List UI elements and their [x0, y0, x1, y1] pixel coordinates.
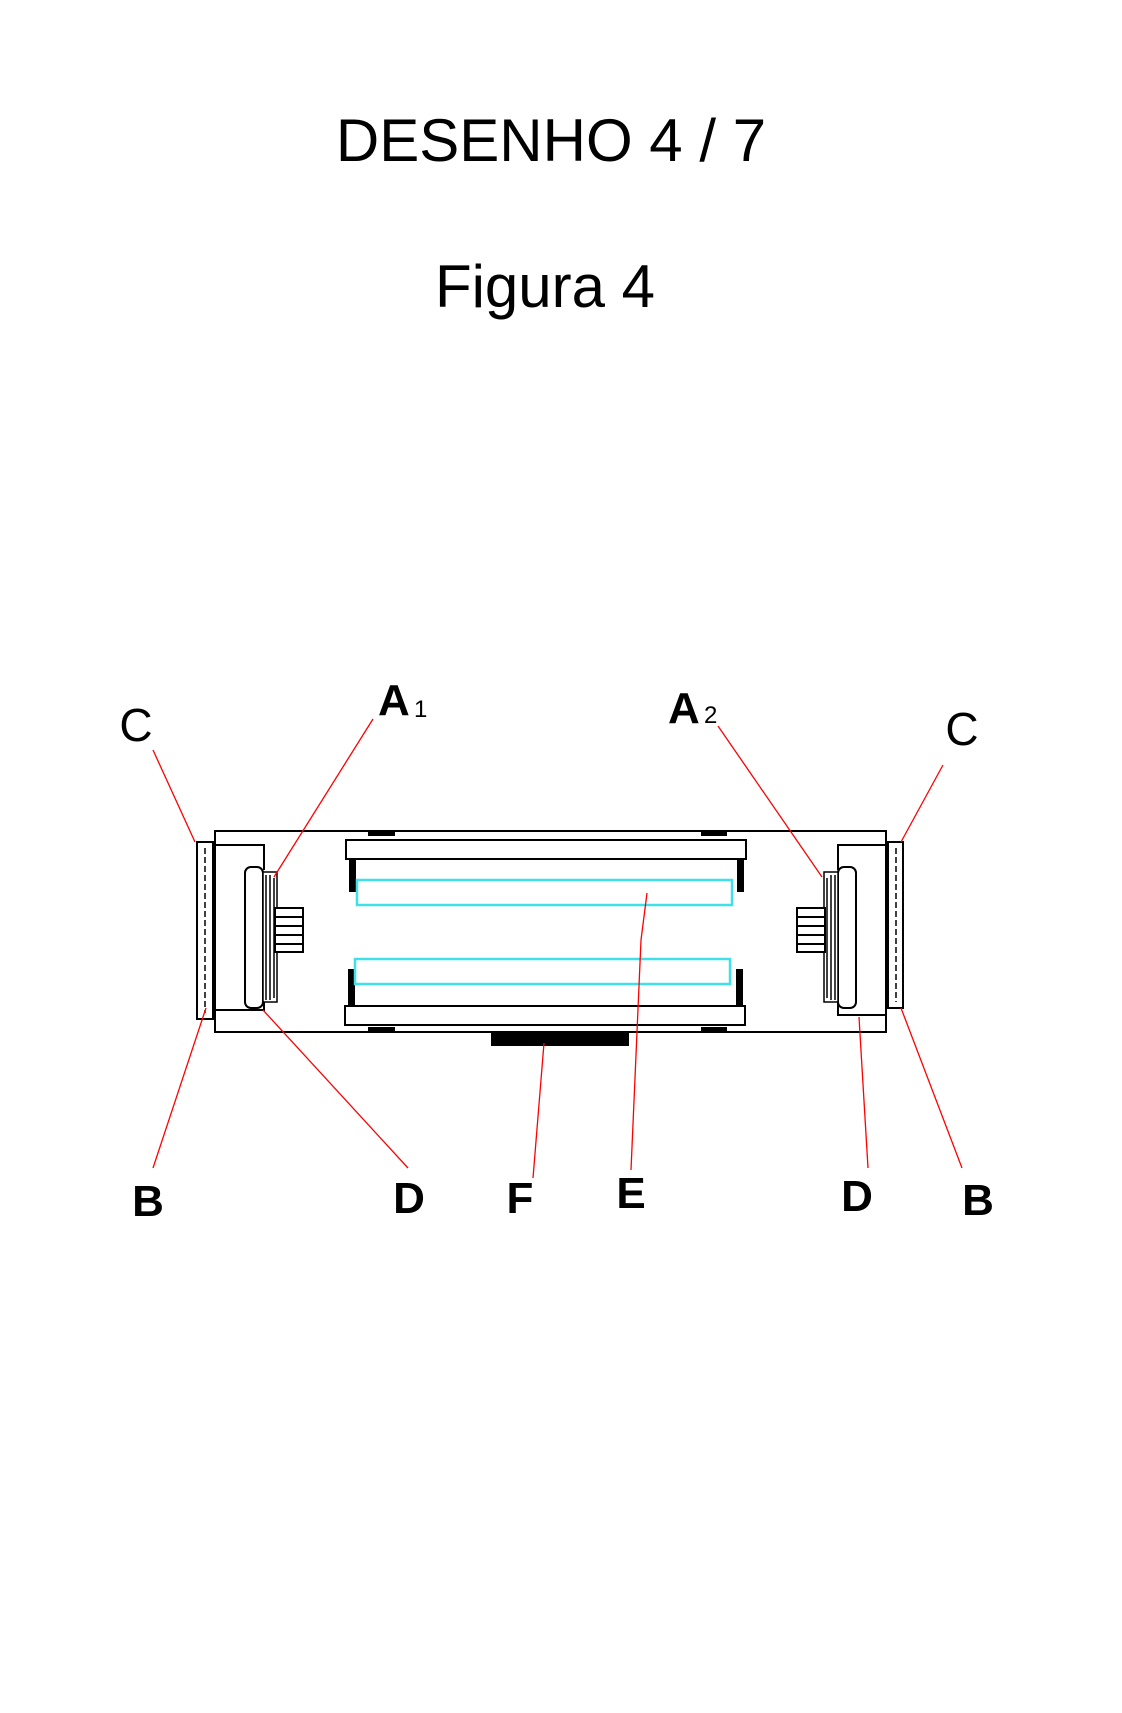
tab — [701, 1027, 727, 1032]
label-a1: A — [378, 676, 410, 725]
tab — [701, 831, 727, 836]
lamp-holder — [349, 859, 356, 892]
lamp-holder — [736, 969, 743, 1006]
leader-f — [532, 1042, 545, 1179]
leader-d-right — [858, 1016, 869, 1169]
drawing-number: DESENHO 4 / 7 — [336, 107, 766, 174]
label-a1-subscript: 1 — [414, 696, 427, 723]
label-d-left: D — [393, 1174, 425, 1223]
label-b-right: B — [962, 1176, 994, 1225]
leader-d-left — [262, 1009, 409, 1169]
figure-title: Figura 4 — [435, 253, 655, 320]
leader-b-left — [152, 1007, 207, 1169]
label-a2: A — [668, 684, 700, 733]
top-reflector — [345, 839, 747, 860]
leader-a2 — [717, 725, 823, 878]
label-f: F — [507, 1174, 534, 1223]
part-labels: C A 1 A 2 C B D F E D B — [119, 676, 994, 1226]
lamp-holder — [348, 969, 355, 1006]
lamp-holder — [737, 859, 744, 892]
leader-e — [630, 892, 648, 1171]
label-d-right: D — [841, 1172, 873, 1221]
uv-lamp-upper — [355, 878, 734, 907]
label-e: E — [616, 1169, 645, 1218]
base-plate-f — [491, 1033, 629, 1046]
device-assembly — [196, 830, 904, 1046]
leader-a1 — [273, 718, 374, 878]
uv-lamp-lower — [353, 957, 732, 986]
leader-c-left — [152, 749, 196, 843]
right-fan-a2 — [796, 866, 857, 1009]
label-b-left: B — [132, 1177, 164, 1226]
leader-lines — [152, 718, 963, 1179]
label-c-left: C — [119, 699, 152, 751]
leader-c-right — [900, 764, 944, 843]
left-fan-a1 — [244, 866, 304, 1009]
bottom-reflector — [344, 1005, 746, 1026]
tab — [368, 831, 395, 836]
outer-housing — [214, 830, 887, 1033]
tab — [368, 1027, 395, 1032]
leader-b-right — [900, 1007, 963, 1169]
label-c-right: C — [945, 703, 978, 755]
label-a2-subscript: 2 — [704, 702, 717, 729]
